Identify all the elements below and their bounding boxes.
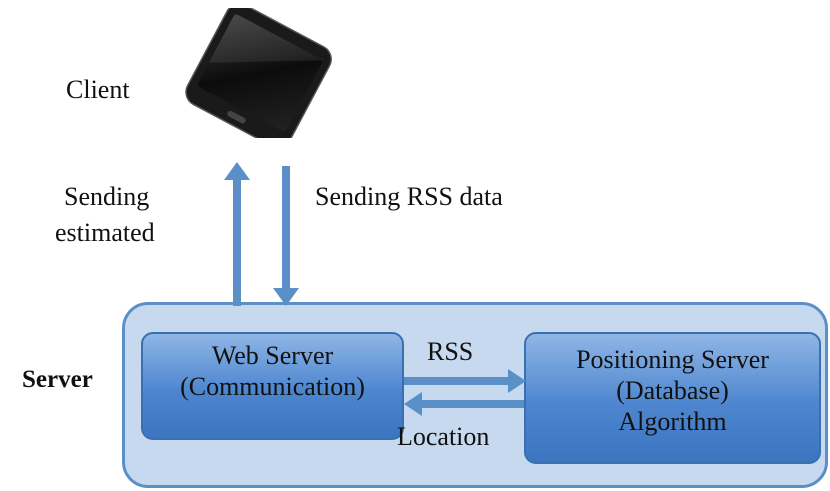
web-server-node: Web Server (Communication) xyxy=(141,332,404,440)
sending-estimated-label-line2: estimated xyxy=(55,218,155,247)
smartphone-image xyxy=(185,8,332,138)
positioning-server-node: Positioning Server (Database) Algorithm xyxy=(524,332,821,464)
positioning-server-algorithm: Algorithm xyxy=(618,407,727,437)
positioning-server-title: Positioning Server xyxy=(576,345,769,374)
sending-estimated-label-line1: Sending xyxy=(64,182,150,211)
arrow-up-to-client xyxy=(224,162,250,306)
positioning-server-database: (Database) xyxy=(616,376,729,406)
rss-arrow-label: RSS xyxy=(427,337,474,366)
server-label: Server xyxy=(22,366,93,393)
web-server-title: Web Server xyxy=(211,341,334,370)
arrow-rss-right xyxy=(404,369,526,393)
web-server-subtitle: (Communication) xyxy=(180,372,365,402)
location-arrow-label: Location xyxy=(397,422,490,451)
arrow-down-to-server xyxy=(273,166,299,306)
sending-rss-data-label: Sending RSS data xyxy=(315,182,503,211)
arrow-location-left xyxy=(404,392,524,416)
client-label: Client xyxy=(66,75,130,104)
